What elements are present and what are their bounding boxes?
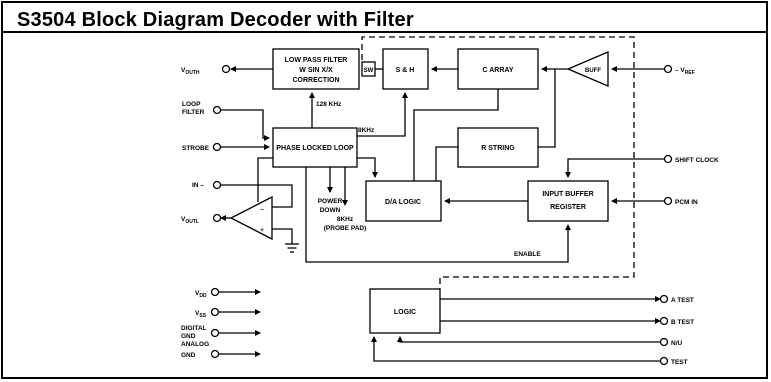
- voutl-label: VOUTL: [181, 216, 199, 225]
- dalogic-label: D/A LOGIC: [385, 199, 421, 206]
- a-test-label: A TEST: [671, 297, 694, 304]
- pll-block: [272, 127, 358, 168]
- analog-gnd-label-2: GND: [181, 352, 196, 359]
- vss-label: VSS: [195, 310, 207, 319]
- khz128-label: 128 KHz: [316, 101, 342, 108]
- opamp-minus-label: –: [260, 206, 264, 213]
- vouth-label: VOUTH: [181, 67, 200, 76]
- logic-block: [369, 288, 441, 334]
- sw-label: SW: [364, 68, 374, 74]
- nu-label: N/U: [671, 340, 683, 347]
- sh-label: S & H: [396, 67, 415, 74]
- title-bar: S3504 Block Diagram Decoder with Filter: [3, 3, 768, 33]
- power-down-label-2: DOWN: [320, 207, 341, 214]
- power-down-label-1: POWER: [318, 198, 343, 205]
- shift-clock-label: SHIFT CLOCK: [675, 157, 719, 164]
- vref-label: – VREF: [675, 67, 695, 76]
- opamp-plus-label: +: [260, 227, 264, 234]
- lpf-label-1: LOW PASS FILTER: [285, 57, 348, 64]
- inbuf-label-2: REGISTER: [550, 204, 586, 211]
- diagram-title: S3504 Block Diagram Decoder with Filter: [17, 9, 414, 31]
- buff-label: BUFF: [585, 68, 601, 74]
- buffer-amp: [566, 51, 609, 87]
- carray-label: C ARRAY: [483, 67, 514, 74]
- digital-gnd-label-2: GND: [181, 333, 196, 340]
- khz8-label: 8KHz: [358, 127, 375, 134]
- loop-filter-label-2: FILTER: [182, 109, 205, 116]
- da-logic-block: [365, 180, 442, 222]
- vdd-label: VDD: [195, 290, 207, 299]
- loop-filter-label-1: LOOP: [182, 101, 201, 108]
- output-opamp: [229, 195, 273, 241]
- strobe-label: STROBE: [182, 145, 210, 152]
- dashed-boundary: [361, 36, 635, 289]
- lpf-label-2: W SIN X/X: [299, 67, 333, 74]
- input-buffer-block: [527, 180, 609, 222]
- probe-label-1: 8KHz: [337, 216, 354, 223]
- rstring-label: R STRING: [481, 145, 515, 152]
- logic-label: LOGIC: [394, 309, 416, 316]
- probe-label-2: (PROBE PAD): [324, 225, 367, 232]
- digital-gnd-label-1: DIGITAL: [181, 325, 207, 332]
- b-test-label: B TEST: [671, 319, 694, 326]
- pll-label: PHASE LOCKED LOOP: [276, 145, 354, 152]
- in-minus-label: IN –: [192, 182, 204, 189]
- analog-gnd-label-1: ANALOG: [181, 341, 209, 348]
- pcm-in-label: PCM IN: [675, 199, 698, 206]
- test-label: TEST: [671, 359, 688, 366]
- lpf-label-3: CORRECTION: [292, 77, 339, 84]
- enable-label: ENABLE: [514, 251, 541, 258]
- inbuf-label-1: INPUT BUFFER: [542, 191, 593, 198]
